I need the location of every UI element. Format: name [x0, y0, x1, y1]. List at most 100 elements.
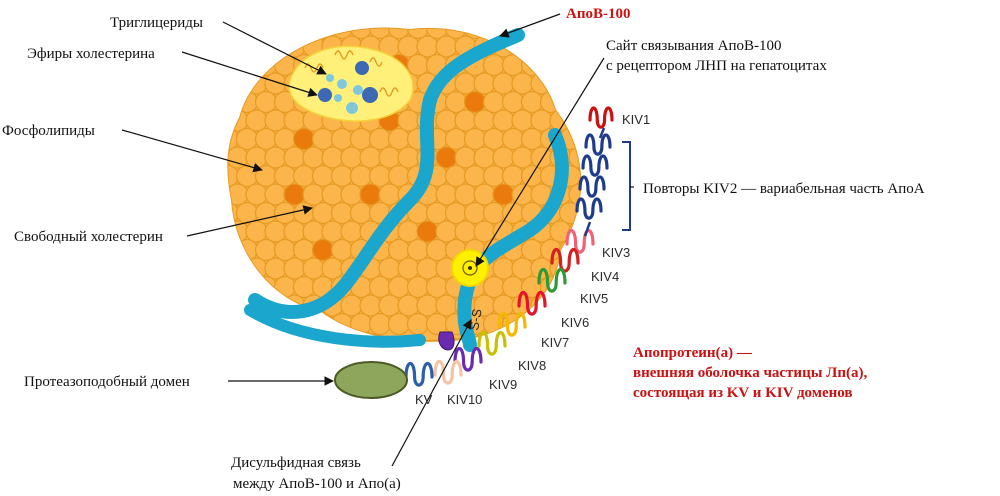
phospholipid-head	[454, 220, 477, 243]
phospholipid-head	[387, 127, 411, 151]
phospholipid-head	[330, 238, 354, 262]
phospholipid-head	[539, 90, 563, 114]
phospholipid-head	[283, 220, 306, 243]
phospholipid-head	[245, 146, 268, 169]
phospholipid-head	[235, 238, 259, 262]
phospholipid-head	[511, 72, 534, 95]
phospholipid-head	[302, 257, 325, 280]
kringle-kiv2-repeat	[584, 133, 612, 156]
label-kiv8: KIV8	[518, 358, 546, 373]
phospholipid-head	[492, 183, 515, 206]
phospholipid-head	[482, 127, 506, 151]
phospholipid-head	[520, 53, 544, 77]
label-kiv9: KIV9	[489, 377, 517, 392]
phospholipid-head	[397, 294, 420, 317]
phospholipid-head	[311, 28, 335, 40]
phospholipid-head	[292, 275, 316, 299]
phospholipid-head	[425, 28, 449, 40]
phospholipid-head	[273, 28, 297, 40]
phospholipid-head	[520, 127, 544, 151]
label-apob100: АпоВ-100	[566, 6, 630, 22]
phospholipid-head	[349, 201, 373, 225]
label-apoa-line3: состоящая из KV и KIV доменов	[633, 385, 853, 401]
phospholipid-head	[530, 146, 553, 169]
phospholipid-head	[235, 28, 259, 40]
phospholipid-head	[558, 53, 581, 77]
phospholipid-head	[482, 275, 506, 299]
phospholipid-head	[368, 275, 392, 299]
phospholipid-head	[349, 127, 373, 151]
label-triglycerides: Триглицериды	[110, 15, 203, 31]
phospholipid-head	[520, 90, 544, 114]
phospholipid-head	[444, 28, 468, 40]
phospholipid-head	[549, 72, 572, 95]
kringle-kiv2-repeat	[581, 154, 609, 177]
label-phospholipids: Фосфолипиды	[2, 123, 95, 139]
phospholipid-head	[228, 90, 240, 114]
phospholipid-head	[416, 220, 439, 243]
phospholipid-head	[444, 201, 468, 225]
label-kiv2-repeats: Повторы KIV2 — вариабельная часть АпоА	[643, 181, 925, 197]
phospholipid-head	[416, 257, 439, 280]
phospholipid-head	[463, 201, 487, 225]
phospholipid-head	[228, 257, 249, 280]
phospholipid-head	[264, 109, 287, 132]
triglyceride-core	[288, 45, 414, 122]
phospholipid-head	[387, 275, 411, 299]
kringle-kiv9	[453, 346, 483, 372]
phospholipid-head	[340, 183, 363, 206]
apob100-band-outer	[244, 304, 426, 348]
phospholipid-head	[530, 35, 553, 58]
phospholipid-head	[454, 183, 477, 206]
phospholipid-head	[228, 238, 240, 262]
phospholipid-head	[264, 35, 287, 58]
phospholipid-head	[501, 127, 525, 151]
phospholipid-head	[292, 127, 316, 151]
phospholipid-head	[492, 146, 515, 169]
phospholipid-head	[273, 238, 297, 262]
phospholipid-head	[397, 35, 420, 58]
phospholipid-head	[228, 35, 249, 58]
phospholipid-head	[406, 312, 430, 336]
phospholipid-head	[444, 90, 468, 114]
phospholipid-head	[473, 109, 496, 132]
phospholipid-head	[406, 28, 430, 40]
label-kiv6: KIV6	[561, 315, 589, 330]
phospholipid-head	[473, 72, 496, 95]
phospholipid-head	[359, 146, 382, 169]
label-apoa-line2: внешняя оболочка частицы Лп(а),	[633, 365, 867, 381]
phospholipid-head	[454, 146, 477, 169]
phospholipid-head	[245, 109, 268, 132]
phospholipid-head	[406, 53, 430, 77]
phospholipid-head	[311, 201, 335, 225]
phospholipid-head	[539, 53, 563, 77]
phospholipid-head	[473, 220, 496, 243]
phospholipid-head	[340, 220, 363, 243]
label-apoa-line1: Апопротеин(а) —	[633, 345, 753, 361]
phospholipid-head	[473, 146, 496, 169]
phospholipid-head	[520, 238, 544, 262]
apoa-chain-linker	[583, 127, 606, 237]
phospholipid-head	[340, 146, 363, 169]
phospholipid-head	[435, 294, 458, 317]
phospholipid-head	[463, 127, 487, 151]
phospholipid-head	[302, 183, 325, 206]
phospholipid-head	[387, 238, 411, 262]
phospholipid-head	[245, 220, 268, 243]
kringle-kiv10	[433, 359, 463, 385]
kringle-kiv6	[517, 290, 547, 316]
phospholipid-head	[501, 90, 525, 114]
phospholipid-head	[311, 127, 335, 151]
phospholipid-head	[501, 164, 525, 188]
label-kiv10: KIV10	[447, 392, 482, 407]
phospholipid-head	[378, 294, 401, 317]
kringle-kiv8	[477, 330, 507, 356]
phospholipid-head	[254, 127, 278, 151]
phospholipid-head	[368, 127, 392, 151]
phospholipid-head	[228, 72, 249, 95]
phospholipid-head	[368, 312, 392, 336]
phospholipid-head	[511, 257, 534, 280]
phospholipid-head	[444, 127, 468, 151]
